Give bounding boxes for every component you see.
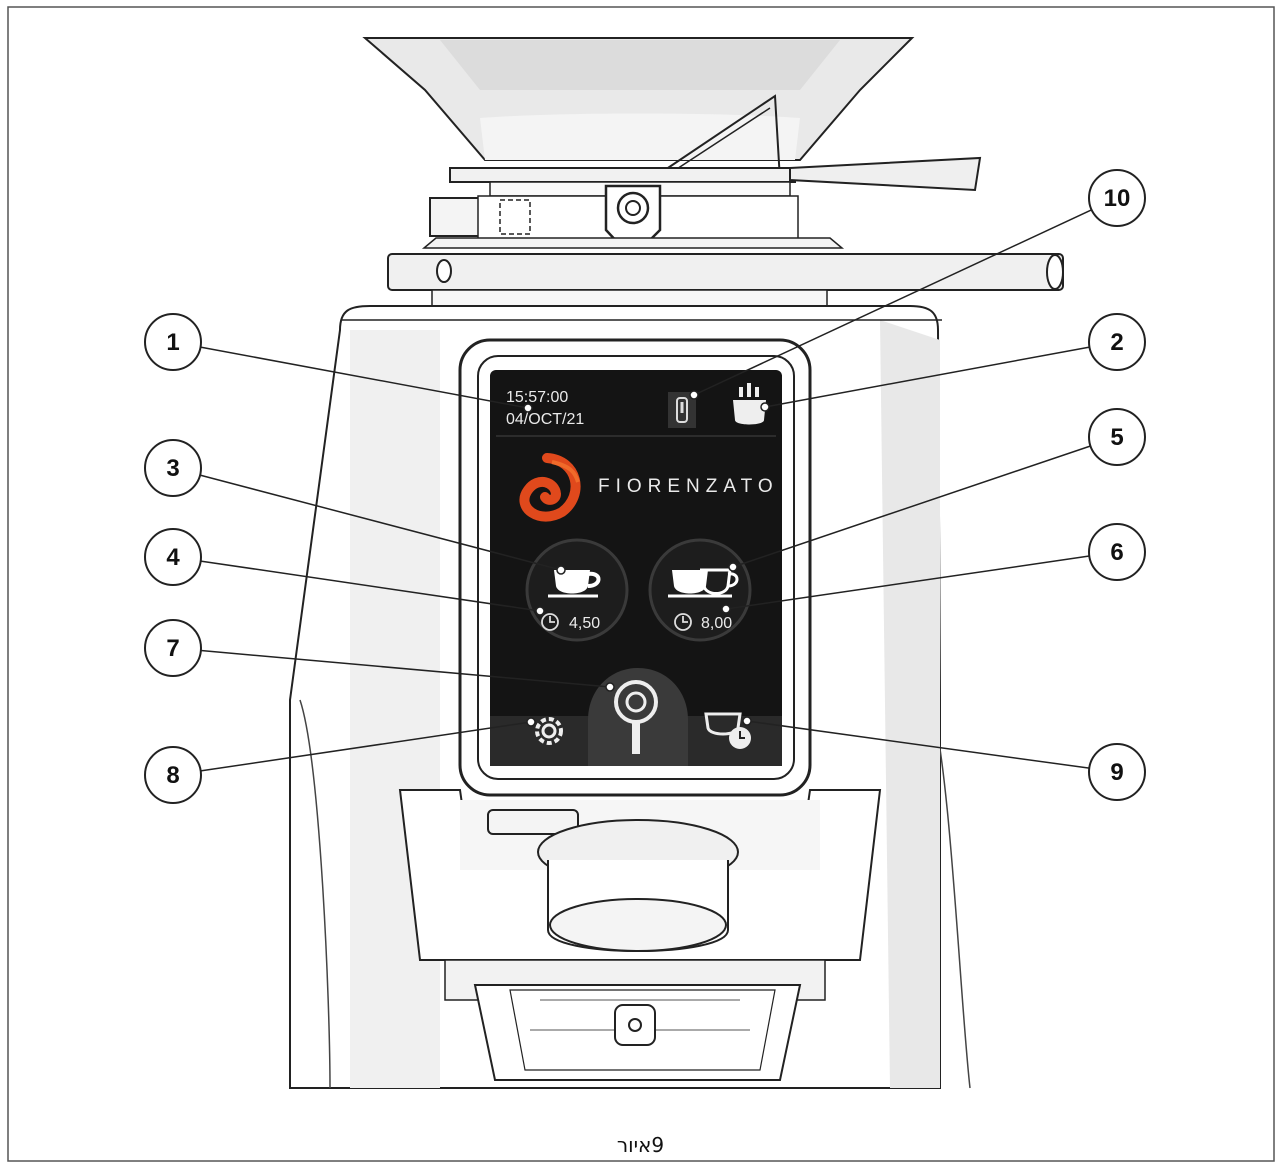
double-cup-button[interactable] <box>648 538 752 642</box>
callout-number: 1 <box>166 329 179 356</box>
callout-circle <box>144 528 202 586</box>
callout-leader-line <box>200 721 532 772</box>
callout-target-dot <box>535 606 545 616</box>
callout-leader-line <box>725 555 1090 610</box>
callout-layer: 1 2 3 4 5 6 7 8 9 10 <box>144 169 1146 804</box>
callout-leader-line <box>200 649 611 688</box>
single-dose-time: 4,50 <box>569 615 600 632</box>
callout-8: 8 <box>144 717 536 804</box>
callout-number: 4 <box>166 544 180 571</box>
double-dose-time: 8,00 <box>701 615 732 632</box>
callout-leader-line <box>732 445 1091 568</box>
callout-target-dot <box>728 562 738 572</box>
callout-1: 1 <box>144 313 533 413</box>
callout-number: 2 <box>1110 329 1123 356</box>
brand-name: FIORENZATO <box>598 476 779 497</box>
manual-dose-button[interactable] <box>704 712 751 749</box>
callout-number: 6 <box>1110 539 1123 566</box>
callout-7: 7 <box>144 619 615 692</box>
callout-leader-line <box>693 209 1092 396</box>
dose-counter-icon[interactable] <box>733 383 766 425</box>
callout-leader-line <box>200 560 541 612</box>
callout-target-dot <box>760 402 770 412</box>
callout-leader-line <box>764 346 1090 408</box>
callout-number: 9 <box>1110 759 1123 786</box>
locking-bar <box>387 253 1064 307</box>
callout-target-dot <box>523 403 533 413</box>
callout-leader-line <box>746 720 1090 769</box>
callout-circle <box>1088 169 1146 227</box>
callout-circle <box>1088 743 1146 801</box>
callout-circle <box>144 313 202 371</box>
screen-time: 15:57:00 <box>506 389 568 406</box>
callout-3: 3 <box>144 439 566 575</box>
callout-4: 4 <box>144 528 545 616</box>
callout-circle <box>144 746 202 804</box>
callout-target-dot <box>721 604 731 614</box>
callout-circle <box>144 439 202 497</box>
callout-number: 10 <box>1104 185 1131 212</box>
callout-target-dot <box>605 682 615 692</box>
callout-target-dot <box>526 717 536 727</box>
figure-caption: 9איור <box>616 1133 665 1157</box>
settings-button[interactable] <box>535 717 563 745</box>
double-dose-clock-icon <box>674 613 692 631</box>
callout-circle <box>1088 408 1146 466</box>
callout-number: 3 <box>166 455 179 482</box>
callout-9: 9 <box>742 716 1146 801</box>
callout-number: 7 <box>166 635 179 662</box>
callout-circle <box>1088 313 1146 371</box>
callout-number: 8 <box>166 762 179 789</box>
fiorenzato-logo-icon <box>519 453 581 522</box>
drip-tray <box>444 959 826 1081</box>
portafilter-fork <box>398 789 882 961</box>
single-dose-clock-icon <box>541 613 559 631</box>
callout-number: 5 <box>1110 424 1123 451</box>
callout-leader-line <box>199 474 562 571</box>
callout-target-dot <box>556 565 566 575</box>
callout-10: 10 <box>689 169 1146 400</box>
figure-frame <box>7 6 1275 1162</box>
portafilter-button[interactable] <box>588 668 688 766</box>
callout-target-dot <box>689 390 699 400</box>
callout-5: 5 <box>728 408 1146 572</box>
bean-hopper <box>362 37 915 181</box>
grind-adjustment-collar <box>421 156 982 249</box>
screen-date: 04/OCT/21 <box>506 411 584 428</box>
callout-circle <box>144 619 202 677</box>
callout-2: 2 <box>760 313 1146 412</box>
callout-leader-line <box>200 346 529 409</box>
callout-target-dot <box>742 716 752 726</box>
callout-circle <box>1088 523 1146 581</box>
callout-6: 6 <box>721 523 1146 614</box>
